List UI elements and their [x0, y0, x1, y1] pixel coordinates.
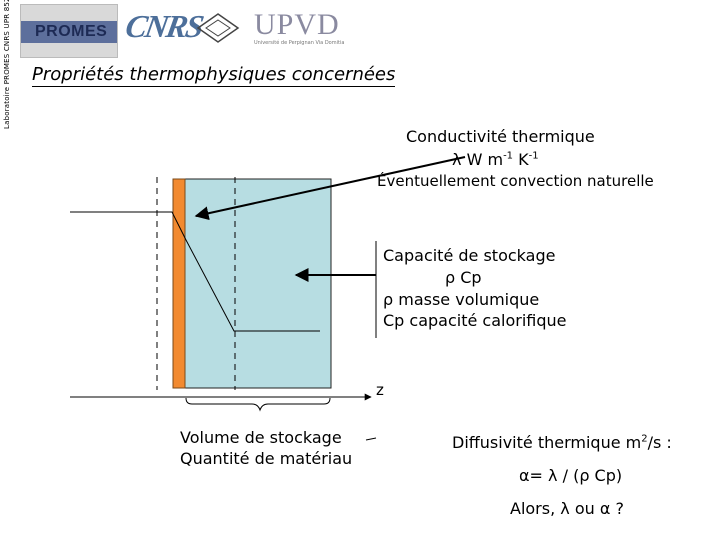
volume-label: Volume de stockage	[180, 428, 342, 447]
quantity-label: Quantité de matériau	[180, 449, 353, 468]
rho-cp-label: ρ Cp	[445, 268, 482, 287]
diffusivity-exp: 2	[641, 433, 648, 445]
upvd-logo-subtitle: Université de Perpignan Via Domitia	[254, 40, 345, 46]
cp-definition: Cp capacité calorifique	[383, 311, 567, 330]
unit-k: K	[513, 150, 529, 169]
volume-label-stroke	[365, 437, 377, 441]
diffusivity-text: Diffusivité thermique m	[452, 433, 642, 452]
rho-definition: ρ masse volumique	[383, 290, 540, 309]
unit-w-m: W m	[466, 150, 504, 169]
temperature-profile	[70, 211, 320, 332]
promes-logo: PROMES	[20, 4, 118, 58]
diamond-logo-icon	[196, 12, 240, 44]
storage-capacity-label: Capacité de stockage	[383, 246, 556, 265]
heated-wall	[172, 178, 186, 389]
promes-logo-text: PROMES	[35, 23, 108, 40]
upvd-logo: UPVD Université de Perpignan Via Domitia	[254, 10, 350, 50]
alpha-formula: α= λ / (ρ Cp)	[519, 466, 623, 485]
lambda-symbol: λ	[452, 150, 462, 169]
storage-slab	[184, 178, 332, 389]
unit-exp-2: -1	[528, 150, 539, 162]
unit-exp-1: -1	[503, 150, 514, 162]
promes-logo-band	[21, 21, 117, 43]
diffusivity-label: Diffusivité thermique m2/s :	[452, 433, 672, 452]
upvd-logo-text: UPVD	[254, 8, 340, 41]
diffusivity-end: /s :	[647, 433, 672, 452]
volume-brace	[185, 397, 331, 412]
conductivity-unit: λ W m-1 K-1	[452, 150, 539, 169]
conductivity-arrow	[194, 156, 466, 221]
question-label: Alors, λ ou α ?	[510, 499, 624, 518]
conductivity-label: Conductivité thermique	[406, 127, 595, 146]
z-axis-label: z	[376, 381, 384, 399]
slide-title: Propriétés thermophysiques concernées	[32, 64, 396, 87]
convection-label: Éventuellement convection naturelle	[377, 172, 654, 190]
